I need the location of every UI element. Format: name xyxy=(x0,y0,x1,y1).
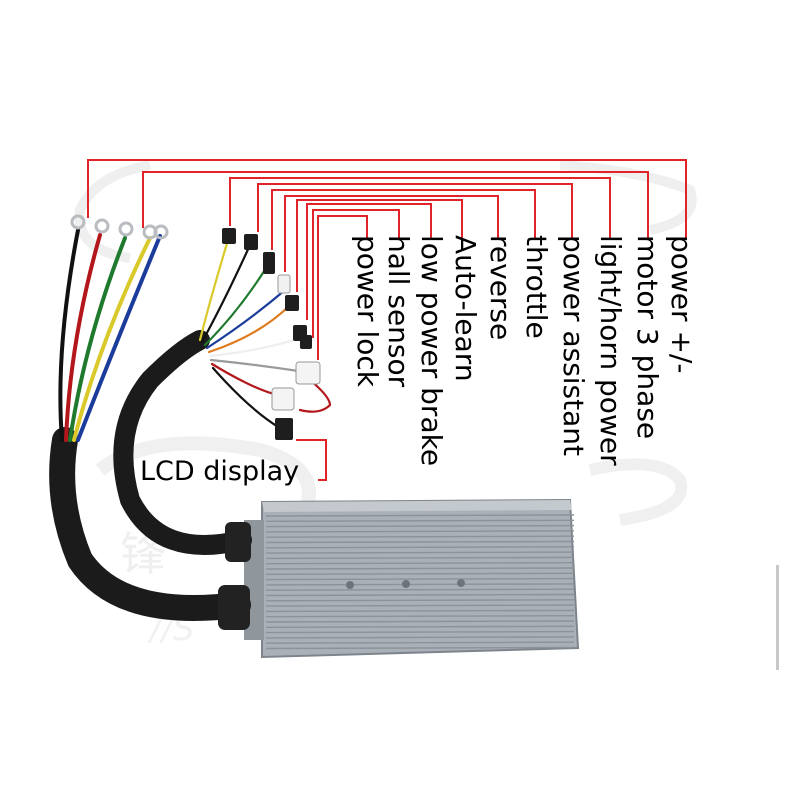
ring-terminal-icon xyxy=(70,214,169,240)
label-hall-sensor: hall sensor xyxy=(382,235,415,388)
label-low-power-brake: low power brake xyxy=(415,235,448,467)
edge-marker xyxy=(776,565,779,670)
controller-box-icon xyxy=(244,498,580,659)
label-motor-3-phase: motor 3 phase xyxy=(631,235,664,440)
label-light-horn-power: light/horn power xyxy=(594,235,627,466)
label-auto-learn: Auto-learn xyxy=(449,235,482,382)
label-power-lock: power lock xyxy=(351,235,384,387)
leader-lines xyxy=(87,159,687,481)
label-lcd-display: LCD display xyxy=(140,456,300,487)
power-motor-wires xyxy=(58,228,162,442)
cable-bundles xyxy=(49,330,252,630)
label-throttle: throttle xyxy=(520,235,553,339)
signal-wires xyxy=(198,238,332,430)
label-power: power +/- xyxy=(665,235,698,374)
label-power-assistant: power assistant xyxy=(557,235,590,457)
label-reverse: reverse xyxy=(484,235,517,341)
connector-plug-icon xyxy=(222,228,321,440)
